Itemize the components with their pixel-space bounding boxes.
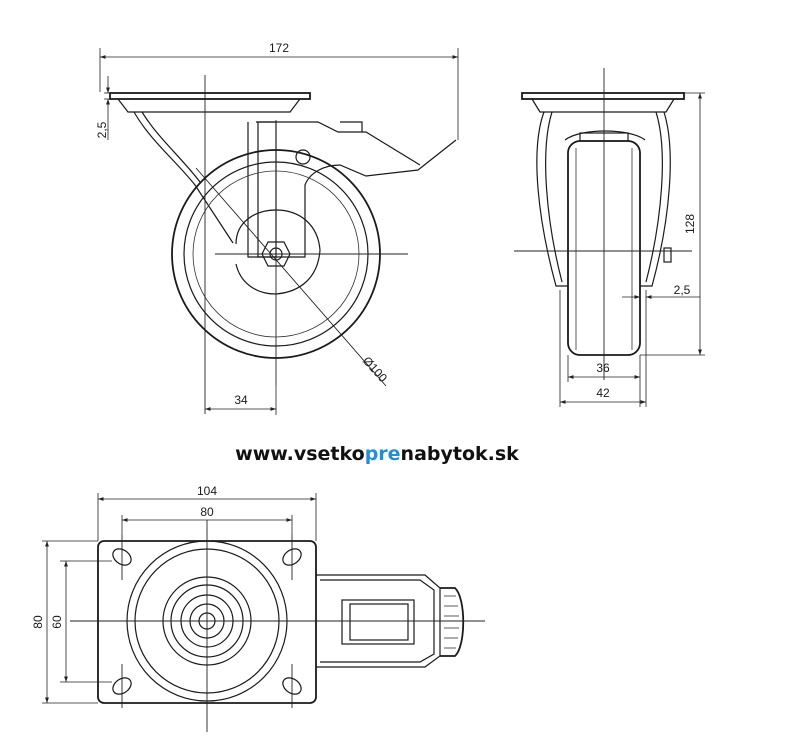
- label-clearance: 2,5: [674, 283, 691, 297]
- front-view: 128 2,5 36 42: [514, 68, 705, 407]
- website-url-suffix: nabytok.sk: [401, 443, 520, 465]
- website-url: www.vsetkoprenabytok.sk: [235, 443, 519, 465]
- mounting-hole-bottom-right: [282, 677, 302, 695]
- side-fork-arm: [133, 111, 234, 244]
- label-hole-spacing-y: 60: [50, 615, 64, 629]
- label-plate-width: 104: [197, 484, 217, 498]
- label-wheel-width: 36: [596, 361, 610, 375]
- front-fork-right: [640, 111, 671, 287]
- mounting-hole-top-right: [282, 548, 302, 566]
- mounting-hole-top-left: [112, 548, 132, 566]
- label-plate-thickness: 2,5: [95, 121, 109, 138]
- label-wheel-diameter: Ø100: [360, 354, 390, 385]
- side-plate-bracket: [117, 98, 301, 113]
- top-view: 104 80 80 60: [31, 484, 485, 732]
- mounting-hole-bottom-left: [112, 677, 132, 695]
- side-brake-pivot: [295, 149, 311, 165]
- top-brake-pedal: [440, 587, 465, 657]
- side-fork-body: [247, 122, 457, 258]
- side-wheel-hub: [235, 209, 321, 295]
- front-mounting-plate: [521, 92, 685, 100]
- side-view: 172 2,5 34 Ø100: [95, 41, 459, 415]
- top-brake-lever: [341, 599, 415, 645]
- label-overall-height: 128: [683, 214, 697, 234]
- top-brake-housing: [316, 574, 441, 668]
- label-overall-width: 172: [269, 41, 289, 55]
- side-diameter-leader: [195, 167, 387, 387]
- side-mounting-plate: [109, 92, 311, 100]
- label-total-width: 42: [596, 386, 610, 400]
- label-hole-spacing-x: 80: [200, 505, 214, 519]
- front-fork-left: [536, 111, 568, 287]
- website-url-prefix: www.vsetko: [235, 443, 365, 465]
- label-offset: 34: [234, 393, 248, 407]
- label-plate-depth: 80: [31, 615, 45, 629]
- website-url-highlight: pre: [365, 443, 401, 465]
